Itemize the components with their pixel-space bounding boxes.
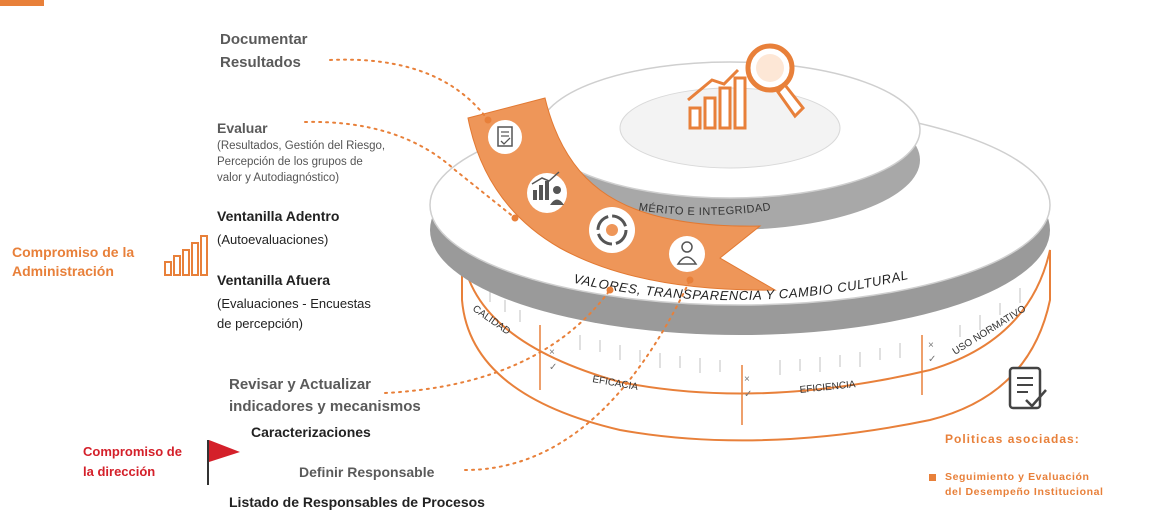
step-ventanilla-afuera-detail: (Evaluaciones - Encuestas de percepción) (217, 296, 371, 331)
person-icon (669, 236, 705, 272)
growth-people-icon (527, 171, 567, 213)
connector-revisar (384, 289, 611, 394)
inner-ring-label: MÉRITO E INTEGRIDAD (638, 201, 772, 218)
connector-lines (304, 58, 691, 471)
policy-bullet (929, 474, 936, 481)
step-caracterizaciones: Caracterizaciones (251, 424, 371, 440)
svg-text:✓: ✓ (928, 354, 936, 365)
chart-magnifier-icon (687, 43, 805, 130)
step-documentar: Documentar Resultados (220, 31, 308, 71)
cycle-icon (589, 207, 635, 253)
corner-accent (0, 0, 44, 6)
connector-definir (464, 279, 691, 471)
step-ventanilla-afuera-title: Ventanilla Afuera (217, 272, 331, 288)
step-definir: Definir Responsable (299, 464, 435, 480)
flag-icon (207, 440, 240, 485)
svg-text:×: × (549, 347, 555, 358)
ruler-check-marks: × ✓ × ✓ × ✓ (549, 340, 936, 400)
connector-documentar (329, 58, 489, 121)
connector-dots (484, 116, 694, 294)
bar-chart-icon (164, 235, 208, 276)
policies-heading: Politicas asociadas: (945, 432, 1080, 446)
connector-evaluar (304, 120, 516, 219)
svg-text:✓: ✓ (744, 389, 752, 400)
commitment-administracion: Compromiso de la Administración (12, 244, 135, 279)
step-revisar: Revisar y Actualizar indicadores y mecan… (229, 376, 421, 415)
checklist-icon (488, 120, 522, 154)
step-listado: Listado de Responsables de Procesos (229, 494, 485, 510)
svg-text:×: × (744, 374, 750, 385)
svg-text:✓: ✓ (549, 362, 557, 373)
step-evaluar-title: Evaluar (217, 120, 268, 136)
policy-item: Seguimiento y Evaluación del Desempeño I… (945, 471, 1104, 498)
svg-text:×: × (928, 340, 934, 351)
step-evaluar-detail: (Resultados, Gestión del Riesgo, Percepc… (217, 140, 386, 184)
ruler-band (461, 249, 1051, 442)
step-ventanilla-adentro-title: Ventanilla Adentro (217, 208, 340, 224)
commitment-direccion: Compromiso de la dirección (83, 444, 182, 479)
ruler-dividers (539, 325, 923, 425)
step-ventanilla-adentro-detail: (Autoevaluaciones) (217, 232, 329, 247)
ruler-ticks (489, 288, 1021, 375)
document-check-icon (1008, 366, 1047, 410)
